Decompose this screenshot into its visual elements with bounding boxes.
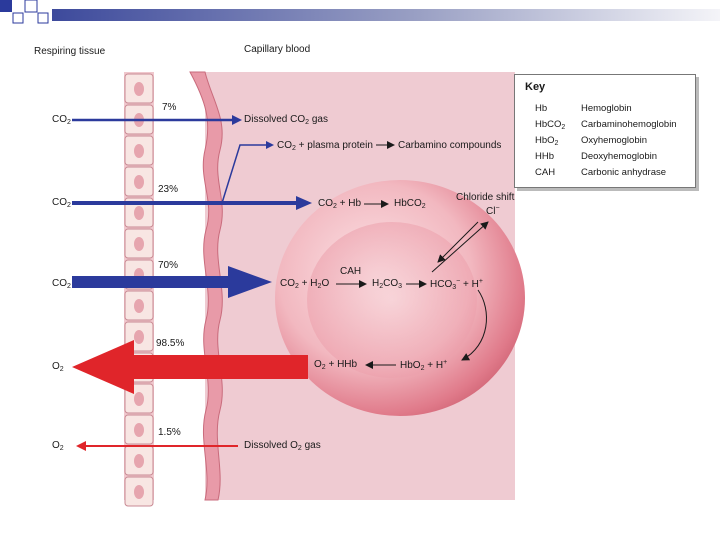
tissue-cell-nucleus — [134, 392, 144, 406]
carbonic-anhydrase-label: CAH — [340, 266, 362, 277]
oxyhemoglobin-reactants: O2 + HHb — [314, 359, 358, 371]
carbamino-reactants: CO2 + Hb — [318, 198, 362, 210]
o2-release-arrow-head — [72, 340, 134, 394]
oxyhemoglobin-products: HbO2 + H+ — [400, 359, 448, 372]
key-abbr: CAH — [535, 167, 556, 178]
carbaminohemoglobin-product: HbCO2 — [394, 198, 426, 210]
co2-bicarbonate-arrow — [72, 276, 230, 288]
tissue-cell-nucleus — [134, 206, 144, 220]
tissue-heading: Respiring tissue — [34, 46, 106, 57]
corner-square — [0, 0, 12, 12]
chloride-in-arrow — [437, 221, 479, 263]
key-definition: Carbaminohemoglobin — [581, 119, 677, 130]
chloride-shift-label: Chloride shift — [456, 192, 515, 203]
hydrogen-ion-arrow — [461, 289, 487, 361]
capillary-heading: Capillary blood — [244, 44, 311, 55]
co2-water-reactants: CO2 + H2O — [280, 278, 330, 290]
tissue-cell-nucleus — [134, 454, 144, 468]
key-abbr: Hb — [535, 103, 548, 114]
row-percent: 7% — [162, 102, 177, 113]
dissolved-o2-label: Dissolved O2 gas — [244, 440, 321, 452]
key-definition: Carbonic anhydrase — [581, 167, 667, 178]
row-percent: 23% — [158, 184, 179, 195]
bicarbonate-products: HCO3− + H+ — [430, 278, 483, 291]
tissue-cell-nucleus — [134, 330, 144, 344]
tissue-cell-nucleus — [134, 423, 144, 437]
co2-plasma-branch-head — [266, 141, 274, 149]
key-title: Key — [525, 81, 546, 93]
row-gas-label: O2 — [52, 440, 64, 452]
chloride-ion-label: Cl− — [486, 205, 500, 217]
row-percent: 1.5% — [158, 427, 181, 438]
tissue-cells — [124, 72, 154, 507]
row-percent: 70% — [158, 260, 179, 271]
row-percent: 98.5% — [156, 338, 185, 349]
red-blood-cell-center — [307, 222, 477, 378]
tissue-cell-nucleus — [134, 299, 144, 313]
tissue-cell-nucleus — [134, 485, 144, 499]
co2-plasma-branch — [221, 144, 268, 204]
key-box: Key Hb Hemoglobin HbCO2 Carbaminohemoglo… — [514, 74, 696, 188]
key-definition: Deoxyhemoglobin — [581, 151, 658, 162]
tissue-cell-nucleus — [134, 82, 144, 96]
chloride-out-arrow — [431, 221, 489, 273]
row-gas-label: CO2 — [52, 197, 71, 209]
key-definition: Hemoglobin — [581, 103, 632, 114]
key-definition: Oxyhemoglobin — [581, 135, 648, 146]
carbamino-label: Carbamino compounds — [398, 140, 502, 151]
tissue-cell-nucleus — [134, 237, 144, 251]
key-abbr: HbO2 — [535, 135, 559, 147]
title-bar — [0, 0, 720, 40]
row-gas-label: CO2 — [52, 278, 71, 290]
key-abbr: HHb — [535, 151, 555, 162]
dissolved-co2-label: Dissolved CO2 gas — [244, 114, 328, 126]
title-bar-decoration — [0, 0, 720, 24]
tissue-cell-nucleus — [134, 144, 144, 158]
corner-square — [24, 0, 38, 13]
o2-release-arrow — [130, 355, 308, 379]
gradient-bar — [52, 9, 720, 21]
o2-dissolved-arrow-head — [76, 441, 86, 451]
row-gas-label: CO2 — [52, 114, 71, 126]
corner-square — [37, 12, 49, 24]
tissue-cell-nucleus — [134, 175, 144, 189]
row-gas-label: O2 — [52, 361, 64, 373]
capillary-wall — [189, 71, 223, 501]
corner-square — [12, 12, 24, 24]
co2-hb-arrow-head — [296, 196, 312, 210]
key-abbr: HbCO2 — [535, 119, 566, 131]
plasma-protein-label: CO2 + plasma protein — [277, 140, 373, 152]
carbonic-acid-label: H2CO3 — [372, 278, 403, 290]
co2-dissolved-arrow-head — [232, 115, 242, 125]
co2-bicarbonate-arrow-head — [228, 266, 272, 298]
